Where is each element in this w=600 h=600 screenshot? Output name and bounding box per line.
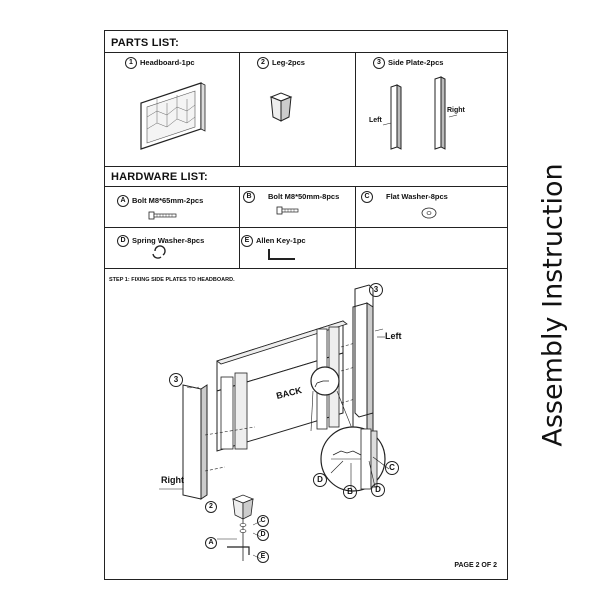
page-number: PAGE 2 OF 2 xyxy=(454,562,497,569)
part-label: Leg-2pcs xyxy=(272,57,305,67)
allen-key-icon xyxy=(268,249,295,260)
step-1-title: STEP 1: FIXING SIDE PLATES TO HEADBOARD. xyxy=(109,277,235,283)
hardware-bolt-50: B Bolt M8*50mm-8pcs xyxy=(243,191,339,203)
hardware-letter-badge: A xyxy=(117,195,129,207)
assembly-diagram xyxy=(159,284,390,561)
hardware-letter-badge: B xyxy=(243,191,255,203)
hardware-letter-badge: E xyxy=(241,235,253,247)
hardware-label: Flat Washer-8pcs xyxy=(386,191,448,201)
assembly-instruction-title: Assembly Instruction xyxy=(537,163,569,447)
callout-d-small: D xyxy=(257,529,272,541)
divider xyxy=(105,268,507,269)
divider xyxy=(355,186,356,268)
spring-washer-icon xyxy=(152,245,166,259)
divider xyxy=(105,166,507,167)
hardware-label: Bolt M8*50mm-8pcs xyxy=(268,191,340,201)
hardware-letter-badge: C xyxy=(361,191,373,203)
bolt-65-icon xyxy=(148,211,177,220)
right-label: Right xyxy=(161,475,184,485)
hardware-illustrations xyxy=(148,206,437,260)
callout-part-3-right: 3 xyxy=(169,373,186,387)
hardware-label: Allen Key-1pc xyxy=(256,235,306,245)
divider xyxy=(105,52,507,53)
part-number-badge: 2 xyxy=(257,57,269,69)
callout-d-detail-left: D xyxy=(313,473,330,487)
headboard-illustration xyxy=(140,82,206,150)
divider xyxy=(239,52,240,166)
divider xyxy=(355,52,356,166)
hardware-letter-badge: D xyxy=(117,235,129,247)
callout-part-3-left: 3 xyxy=(369,283,386,297)
part-label: Side Plate-2pcs xyxy=(388,57,444,67)
divider xyxy=(239,186,240,268)
hardware-flat-washer: C Flat Washer-8pcs xyxy=(361,191,448,203)
callout-b-detail: B xyxy=(343,485,360,499)
divider xyxy=(105,227,507,228)
part-number-badge: 3 xyxy=(373,57,385,69)
callout-c-small: C xyxy=(257,515,272,527)
parts-list-title: PARTS LIST: xyxy=(111,37,179,49)
bolt-50-icon xyxy=(276,206,299,215)
part-number-badge: 1 xyxy=(125,57,137,69)
callout-e: E xyxy=(257,551,272,563)
hardware-label: Bolt M8*65mm-2pcs xyxy=(132,195,204,205)
part-label: Headboard-1pc xyxy=(140,57,195,67)
side-plate-right-label: Right xyxy=(447,107,465,114)
callout-part-2: 2 xyxy=(205,501,220,513)
leg-illustration xyxy=(269,92,293,122)
side-title: Assembly Instruction xyxy=(508,30,598,580)
hardware-list-title: HARDWARE LIST: xyxy=(111,171,208,183)
side-plates-illustration xyxy=(382,76,458,150)
callout-d-detail-right: D xyxy=(371,483,388,497)
divider xyxy=(105,186,507,187)
callout-a: A xyxy=(205,537,220,549)
left-label: Left xyxy=(385,331,402,341)
callout-c-detail: C xyxy=(385,461,402,475)
hardware-label: Spring Washer-8pcs xyxy=(132,235,205,245)
side-plate-left-label: Left xyxy=(369,117,382,124)
flat-washer-icon xyxy=(421,207,437,219)
